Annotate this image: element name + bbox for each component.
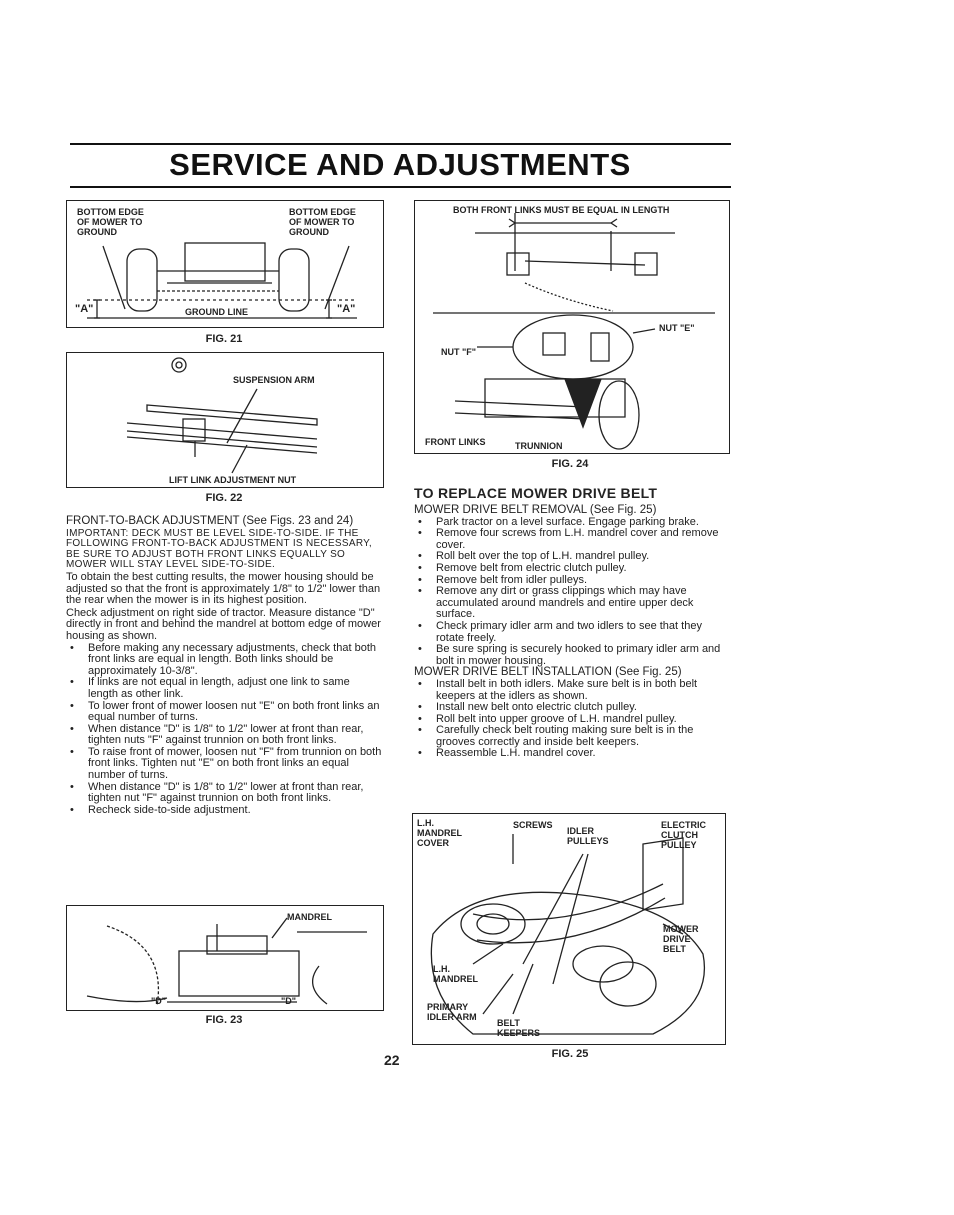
adjustment-step: Recheck side-to-side adjustment.	[66, 804, 382, 817]
title-underline	[70, 186, 731, 188]
left-paragraph-2: Check adjustment on right side of tracto…	[66, 606, 381, 642]
left-column-text: FRONT-TO-BACK ADJUSTMENT (See Figs. 23 a…	[66, 515, 382, 817]
fig21-a-right: "A"	[337, 303, 356, 315]
removal-step: Be sure spring is securely hooked to pri…	[414, 643, 730, 667]
removal-step: Park tractor on a level surface. Engage …	[414, 516, 730, 529]
fig24-drawing	[433, 213, 715, 450]
fig21-a-left: "A"	[75, 303, 94, 315]
fig24-box: BOTH FRONT LINKS MUST BE EQUAL IN LENGTH…	[414, 200, 730, 454]
fig25-primary-idler-arm: PRIMARY IDLER ARM	[427, 1002, 477, 1022]
removal-step: Remove four screws from L.H. mandrel cov…	[414, 527, 730, 551]
fig25-idler-pulleys: IDLER PULLEYS	[567, 826, 609, 846]
fig24-nut-e: NUT "E"	[659, 323, 695, 333]
fig21-label-left: BOTTOM EDGE OF MOWER TO GROUND	[77, 207, 144, 237]
fig23-mandrel: MANDREL	[287, 912, 332, 922]
fig23-d-right: "D"	[281, 996, 297, 1006]
fig25-belt-keepers: BELT KEEPERS	[497, 1018, 541, 1038]
top-rule	[70, 143, 731, 145]
important-note: IMPORTANT: DECK MUST BE LEVEL SIDE-TO-SI…	[66, 527, 372, 571]
fig25-caption: FIG. 25	[551, 1048, 589, 1060]
right-column-text: MOWER DRIVE BELT REMOVAL (See Fig. 25) P…	[414, 504, 730, 760]
adjustment-step: When distance "D" is 1/8" to 1/2" lower …	[66, 723, 382, 747]
page-title: SERVICE AND ADJUSTMENTS	[169, 147, 631, 182]
fig24-both-links-note: BOTH FRONT LINKS MUST BE EQUAL IN LENGTH	[453, 205, 670, 215]
install-step: Reassemble L.H. mandrel cover.	[414, 748, 730, 760]
fig25-screws: SCREWS	[513, 820, 553, 830]
fig22-lift-link-nut: LIFT LINK ADJUSTMENT NUT	[169, 475, 297, 485]
fig24-front-links: FRONT LINKS	[425, 437, 486, 447]
removal-step: Remove belt from idler pulleys.	[414, 574, 730, 587]
install-step: Carefully check belt routing making sure…	[414, 724, 730, 748]
adjustment-step: When distance "D" is 1/8" to 1/2" lower …	[66, 781, 382, 805]
install-step: Install belt in both idlers. Make sure b…	[414, 678, 730, 702]
fig22-drawing	[126, 357, 318, 474]
front-to-back-heading: FRONT-TO-BACK ADJUSTMENT (See Figs. 23 a…	[66, 515, 354, 527]
removal-step: Roll belt over the top of L.H. mandrel p…	[414, 551, 730, 563]
fig24-trunnion: TRUNNION	[515, 441, 563, 451]
adjustment-step: To lower front of mower loosen nut "E" o…	[66, 700, 382, 724]
fig23-d-left: "D"	[151, 996, 167, 1006]
removal-steps: Park tractor on a level surface. Engage …	[414, 516, 730, 668]
replace-belt-heading: TO REPLACE MOWER DRIVE BELT	[414, 485, 658, 501]
adjustment-step: To raise front of mower, loosen nut "F" …	[66, 746, 382, 782]
adjustment-step: If links are not equal in length, adjust…	[66, 676, 382, 700]
removal-heading: MOWER DRIVE BELT REMOVAL (See Fig. 25)	[414, 504, 657, 516]
fig22-caption: FIG. 22	[205, 492, 243, 504]
install-steps: Install belt in both idlers. Make sure b…	[414, 678, 730, 760]
fig23-box: MANDREL "D" "D"	[66, 905, 384, 1011]
install-step: Roll belt into upper groove of L.H. mand…	[414, 713, 730, 726]
fig25-lh-mandrel: L.H. MANDREL	[433, 964, 478, 984]
adjustment-steps: Before making any necessary adjustments,…	[66, 642, 382, 817]
install-heading: MOWER DRIVE BELT INSTALLATION (See Fig. …	[414, 666, 682, 679]
fig25-electric-clutch: ELECTRIC CLUTCH PULLEY	[661, 820, 706, 850]
fig23-drawing	[86, 917, 367, 1007]
left-paragraph-1: To obtain the best cutting results, the …	[66, 570, 381, 607]
fig21-ground-line: GROUND LINE	[185, 307, 248, 317]
fig23-caption: FIG. 23	[205, 1014, 243, 1026]
adjustment-step: Before making any necessary adjustments,…	[66, 642, 382, 678]
fig21-caption: FIG. 21	[205, 333, 243, 345]
install-step: Install new belt onto electric clutch pu…	[414, 701, 730, 714]
fig22-box: SUSPENSION ARM LIFT LINK ADJUSTMENT NUT	[66, 352, 384, 488]
fig25-box: L.H. MANDREL COVER SCREWS IDLER PULLEYS …	[412, 813, 726, 1045]
fig25-mower-drive-belt: MOWER DRIVE BELT	[663, 924, 699, 954]
fig21-box: BOTTOM EDGE OF MOWER TO GROUND BOTTOM ED…	[66, 200, 384, 328]
fig24-nut-f: NUT "F"	[441, 347, 477, 357]
fig25-drawing	[430, 834, 705, 1035]
removal-step: Remove belt from electric clutch pulley.	[414, 562, 730, 575]
fig21-drawing	[87, 242, 357, 319]
fig24-caption: FIG. 24	[551, 458, 589, 470]
page-number: 22	[384, 1052, 400, 1068]
removal-step: Remove any dirt or grass clippings which…	[414, 585, 730, 621]
fig25-lh-mandrel-cover: L.H. MANDREL COVER	[417, 818, 462, 848]
fig22-suspension-arm: SUSPENSION ARM	[233, 375, 315, 385]
removal-step: Check primary idler arm and two idlers t…	[414, 620, 730, 644]
fig21-label-right: BOTTOM EDGE OF MOWER TO GROUND	[289, 207, 356, 237]
